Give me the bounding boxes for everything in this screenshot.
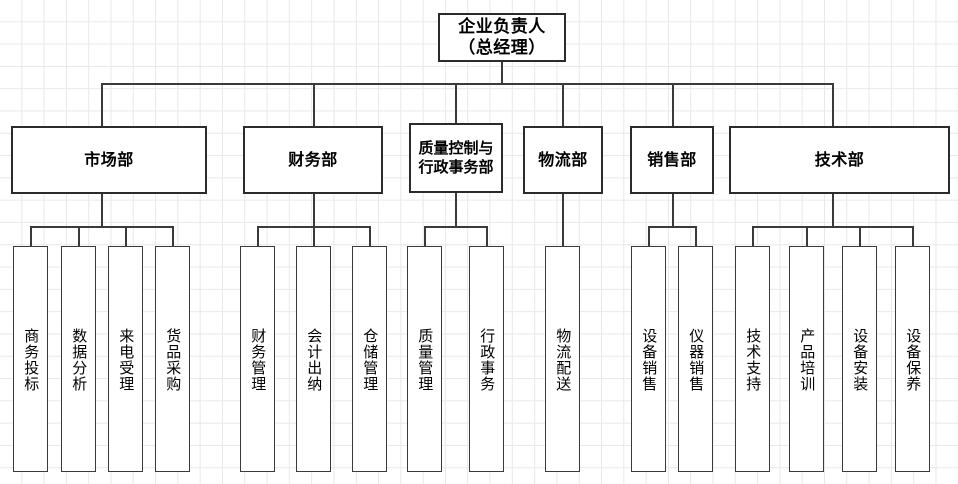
node-dept-sales[interactable]: 销售部 bbox=[630, 126, 714, 194]
connector-drop-finance bbox=[313, 83, 315, 126]
connector-drop-leaf-2 bbox=[78, 226, 80, 246]
node-root-general-manager[interactable]: 企业负责人 （总经理） bbox=[438, 13, 566, 62]
connector-stem-logistics bbox=[562, 194, 564, 246]
node-leaf-data-analysis[interactable]: 数据分析 bbox=[61, 246, 96, 472]
connector-drop-logistics bbox=[562, 83, 564, 126]
connector-bus-technical bbox=[752, 226, 913, 228]
node-leaf-equipment-sales[interactable]: 设备销售 bbox=[631, 246, 666, 472]
connector-bus-sales bbox=[648, 226, 697, 228]
leaf-label-administrative-affairs: 行政事务 bbox=[478, 328, 497, 392]
connector-level1-bus bbox=[101, 83, 833, 85]
leaf-label-technical-support: 技术支持 bbox=[744, 328, 763, 392]
node-leaf-financial-management[interactable]: 财务管理 bbox=[240, 246, 275, 472]
dept-label-quality-line1: 质量控制与 bbox=[418, 139, 494, 158]
connector-drop-leaf-1 bbox=[30, 226, 32, 246]
connector-drop-leaf-3 bbox=[125, 226, 127, 246]
connector-bus-marketing bbox=[30, 226, 173, 228]
connector-drop-leaf-13 bbox=[806, 226, 808, 246]
node-leaf-business-bidding[interactable]: 商务投标 bbox=[13, 246, 48, 472]
connector-drop-leaf-9 bbox=[486, 226, 488, 246]
connector-stem-quality bbox=[455, 193, 457, 227]
connector-drop-leaf-7 bbox=[369, 226, 371, 246]
leaf-label-goods-procurement: 货品采购 bbox=[164, 328, 183, 392]
node-dept-marketing[interactable]: 市场部 bbox=[11, 126, 207, 194]
node-leaf-product-training[interactable]: 产品培训 bbox=[789, 246, 824, 472]
leaf-label-instrument-sales: 仪器销售 bbox=[687, 328, 706, 392]
node-leaf-accounting-cashier[interactable]: 会计出纳 bbox=[296, 246, 331, 472]
connector-drop-leaf-14 bbox=[859, 226, 861, 246]
connector-drop-leaf-11 bbox=[695, 226, 697, 246]
node-dept-logistics[interactable]: 物流部 bbox=[523, 126, 603, 194]
node-leaf-warehouse-management[interactable]: 仓储管理 bbox=[352, 246, 387, 472]
node-leaf-goods-procurement[interactable]: 货品采购 bbox=[155, 246, 190, 472]
node-dept-quality-admin[interactable]: 质量控制与 行政事务部 bbox=[409, 123, 503, 193]
connector-drop-technical bbox=[832, 83, 834, 126]
node-leaf-quality-management[interactable]: 质量管理 bbox=[407, 246, 442, 472]
connector-drop-sales bbox=[672, 83, 674, 126]
root-label-line1: 企业负责人 bbox=[458, 17, 546, 38]
node-leaf-equipment-maintenance[interactable]: 设备保养 bbox=[895, 246, 930, 472]
dept-label-logistics: 物流部 bbox=[538, 150, 588, 169]
dept-label-sales: 销售部 bbox=[647, 150, 697, 169]
connector-stem-marketing bbox=[101, 194, 103, 227]
dept-label-finance: 财务部 bbox=[288, 150, 338, 169]
node-leaf-administrative-affairs[interactable]: 行政事务 bbox=[469, 246, 504, 472]
connector-drop-quality bbox=[455, 83, 457, 123]
dept-label-quality-line2: 行政事务部 bbox=[418, 158, 494, 176]
node-leaf-instrument-sales[interactable]: 仪器销售 bbox=[678, 246, 713, 472]
connector-drop-leaf-10 bbox=[648, 226, 650, 246]
connector-drop-leaf-5 bbox=[257, 226, 259, 246]
connector-bus-quality bbox=[424, 226, 487, 228]
connector-stem-finance bbox=[313, 194, 315, 227]
node-leaf-logistics-delivery[interactable]: 物流配送 bbox=[545, 246, 580, 472]
connector-root-stem bbox=[501, 62, 503, 84]
connector-drop-marketing bbox=[101, 83, 103, 126]
leaf-label-logistics-delivery: 物流配送 bbox=[554, 328, 573, 392]
connector-drop-leaf-15 bbox=[912, 226, 914, 246]
leaf-label-equipment-maintenance: 设备保养 bbox=[904, 328, 923, 392]
dept-label-marketing: 市场部 bbox=[84, 150, 134, 169]
connector-stem-technical bbox=[832, 194, 834, 227]
connector-drop-leaf-12 bbox=[752, 226, 754, 246]
dept-label-technical: 技术部 bbox=[814, 150, 865, 169]
connector-drop-leaf-4 bbox=[172, 226, 174, 246]
node-leaf-call-handling[interactable]: 来电受理 bbox=[108, 246, 143, 472]
leaf-label-quality-management: 质量管理 bbox=[416, 328, 435, 392]
connector-drop-leaf-6 bbox=[313, 226, 315, 246]
leaf-label-warehouse-management: 仓储管理 bbox=[361, 328, 380, 392]
node-dept-technical[interactable]: 技术部 bbox=[729, 126, 950, 194]
leaf-label-data-analysis: 数据分析 bbox=[70, 328, 89, 392]
node-dept-finance[interactable]: 财务部 bbox=[243, 126, 383, 194]
node-leaf-equipment-installation[interactable]: 设备安装 bbox=[842, 246, 877, 472]
connector-stem-sales bbox=[672, 194, 674, 227]
root-label-line2: （总经理） bbox=[458, 37, 546, 58]
leaf-label-equipment-sales: 设备销售 bbox=[640, 328, 659, 392]
connector-drop-leaf-8 bbox=[424, 226, 426, 246]
leaf-label-accounting-cashier: 会计出纳 bbox=[305, 328, 324, 392]
leaf-label-financial-management: 财务管理 bbox=[249, 328, 268, 392]
node-leaf-technical-support[interactable]: 技术支持 bbox=[735, 246, 770, 472]
leaf-label-equipment-installation: 设备安装 bbox=[851, 328, 870, 392]
leaf-label-call-handling: 来电受理 bbox=[117, 328, 136, 392]
leaf-label-product-training: 产品培训 bbox=[798, 328, 817, 392]
leaf-label-business-bidding: 商务投标 bbox=[22, 328, 41, 392]
